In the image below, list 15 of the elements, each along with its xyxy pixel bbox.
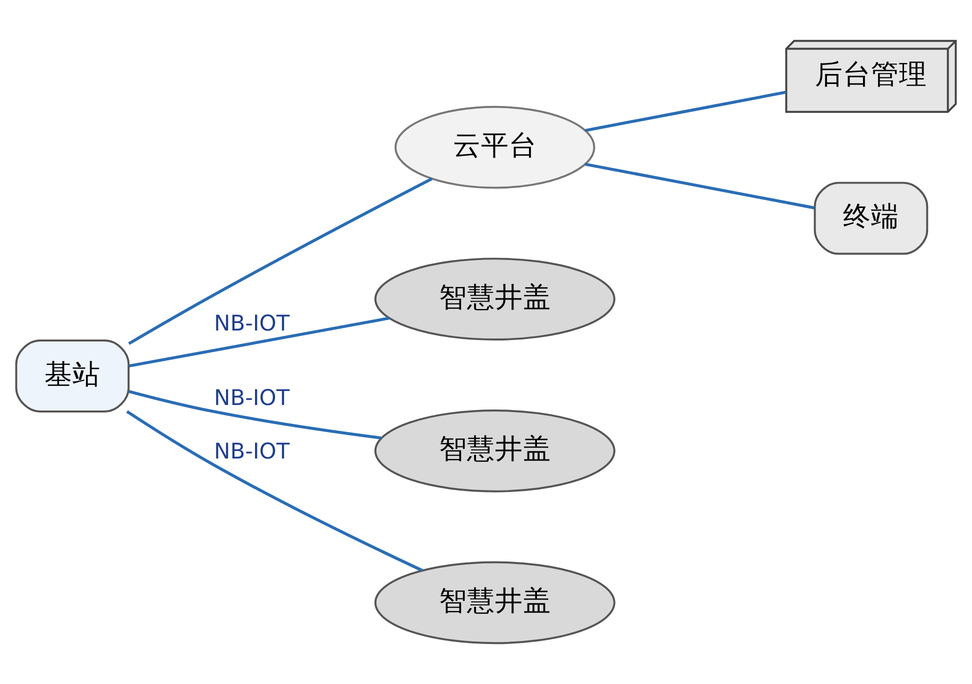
connector: [584, 162, 815, 210]
node-ellipse: 智慧井盖: [374, 409, 616, 492]
connector: [584, 90, 786, 132]
node-ellipse: 云平台: [394, 106, 596, 189]
node-box: 基站: [15, 340, 130, 412]
node-ellipse: 智慧井盖: [374, 258, 616, 341]
edge-label: NB-IOT: [214, 439, 290, 464]
connector: [128, 177, 433, 345]
connector: [128, 390, 382, 440]
edge-label: NB-IOT: [214, 311, 290, 336]
node-box: 终端: [814, 182, 928, 255]
edge-label: NB-IOT: [214, 386, 290, 412]
connector: [128, 316, 390, 368]
node-ellipse: 智慧井盖: [374, 561, 616, 644]
connector: [126, 410, 423, 572]
